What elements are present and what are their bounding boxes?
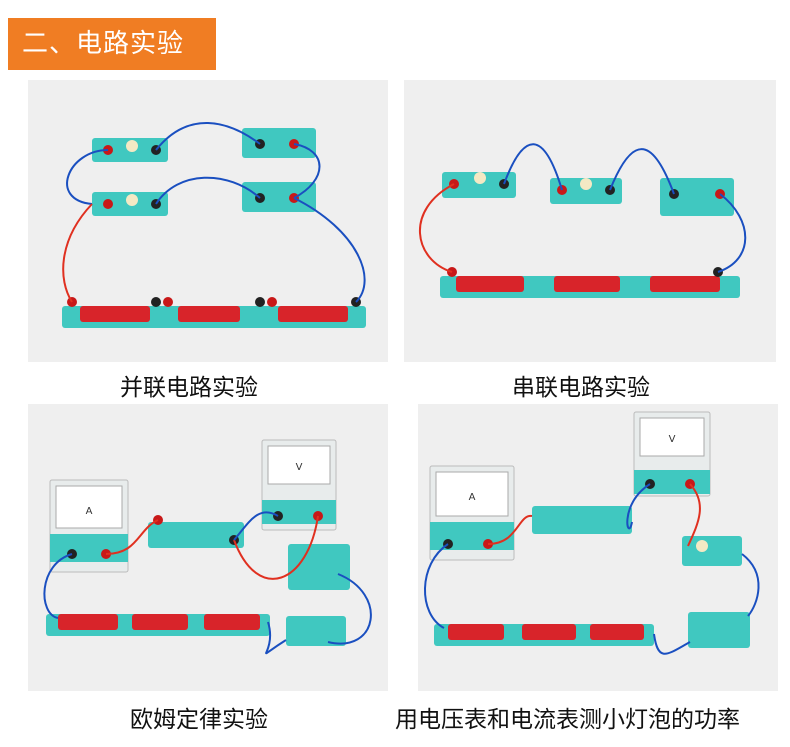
caption-ohms-law: 欧姆定律实验 bbox=[130, 707, 268, 733]
section-title: 二、电路实验 bbox=[8, 18, 216, 70]
voltmeter-label: V bbox=[296, 462, 303, 473]
ohms-law-photo: A V bbox=[28, 404, 388, 691]
series-circuit-photo bbox=[404, 80, 776, 362]
caption-parallel-circuit: 并联电路实验 bbox=[120, 375, 258, 401]
parallel-circuit-photo bbox=[28, 80, 388, 362]
voltmeter-label-2: V bbox=[669, 434, 676, 445]
caption-series-circuit: 串联电路实验 bbox=[512, 375, 650, 401]
ammeter-label-2: A bbox=[469, 492, 476, 503]
lamp-power-photo: A V bbox=[418, 404, 778, 691]
ammeter-label: A bbox=[86, 506, 93, 517]
caption-lamp-power: 用电压表和电流表测小灯泡的功率 bbox=[395, 707, 740, 733]
